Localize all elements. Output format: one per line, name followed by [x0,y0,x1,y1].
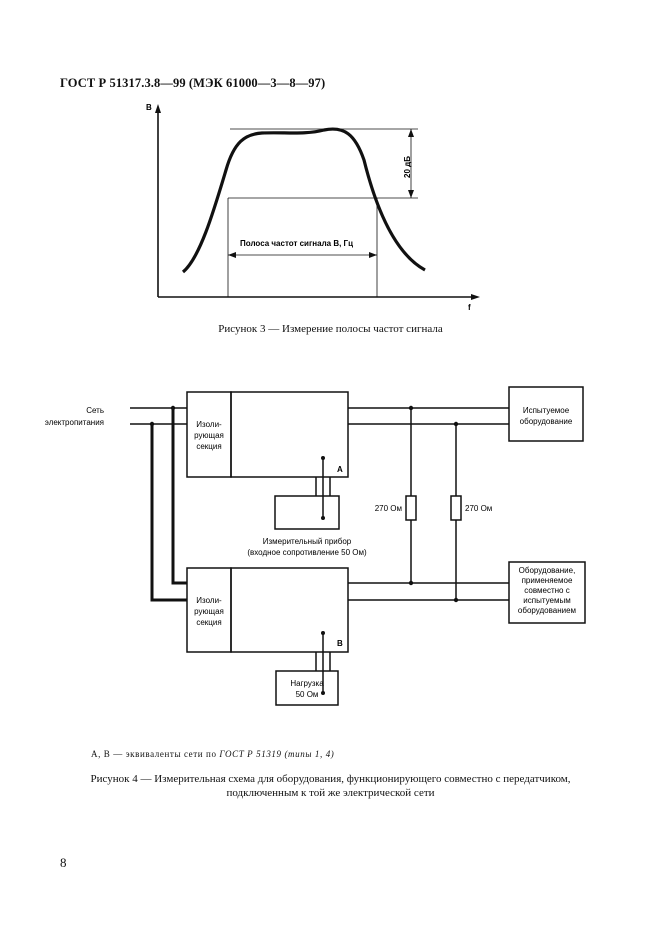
isolating-bottom-line-3: секция [196,618,221,627]
db-arrow-up [408,129,414,137]
figure-4-caption: Рисунок 4 — Измерительная схема для обор… [0,772,661,800]
eut-label-1: Испытуемое [523,406,570,415]
aux-equipment-box [508,561,586,624]
junction-dot [170,405,176,411]
y-axis-label: B [146,103,152,112]
network-a-box [230,391,349,478]
resistor-1-label: 270 Ом [375,504,402,513]
instrument-label-1: Измерительный прибор [263,537,352,546]
aux-label-2: применяемое [522,576,573,585]
aux-label-5: оборудованием [518,606,576,615]
band-arrow-left [228,252,236,258]
junction-dot [453,597,459,603]
mains-branch-1 [171,408,187,585]
isolating-top-line-2: рующая [194,431,224,440]
connector-dot [321,516,325,520]
figure-4-note: А, В — эквиваленты сети по ГОСТ Р 51319 … [91,749,335,759]
mains-label-2: электропитания [45,418,104,427]
connector-dot [321,691,325,695]
junction-dot [408,405,414,411]
isolating-bottom-line-2: рующая [194,607,224,616]
x-axis-arrow [471,294,480,300]
junction-dot [408,580,414,586]
resistor-1 [405,495,417,521]
load-label-1: Нагрузка [290,679,324,688]
resistor-2-label: 270 Ом [465,504,492,513]
signal-spectrum-curve [181,127,426,274]
aux-label-4: испытуемым [523,596,570,605]
mains-label-1: Сеть [86,406,104,415]
band-arrow-right [369,252,377,258]
x-axis-label: f [468,303,471,312]
resistor-2 [450,495,462,521]
aux-label-1: Оборудование, [519,566,576,575]
y-axis-arrow [155,104,161,113]
aux-label-3: совместно с [524,586,569,595]
mains-branch-2 [150,424,187,602]
isolating-top-line-1: Изоли- [196,420,222,429]
network-b-label: B [337,639,343,648]
connector-dot [321,631,325,635]
isolating-top-line-3: секция [196,442,221,451]
instrument-label-2: (входное сопротивление 50 Ом) [247,548,367,557]
figure-3-caption: Рисунок 3 — Измерение полосы частот сигн… [218,323,443,335]
eut-box [508,386,584,442]
figure-4-caption-line-1: Рисунок 4 — Измерительная схема для обор… [90,773,571,785]
load-label-2: 50 Ом [296,690,319,699]
junction-dot [453,421,459,427]
document-header: ГОСТ Р 51317.3.8—99 (МЭК 61000—3—8—97) [60,76,326,90]
db-label: 20 дБ [403,156,412,178]
network-b-box [230,567,349,653]
band-label: Полоса частот сигнала В, Гц [240,239,353,248]
figure-4-caption-line-2: подключенным к той же электрической сети [226,787,435,799]
load-box [275,670,339,706]
isolating-bottom-line-1: Изоли- [196,596,222,605]
measuring-instrument-box [274,495,340,530]
eut-label-2: оборудование [520,417,573,426]
page-number: 8 [60,855,67,870]
junction-dot [149,421,155,427]
db-arrow-down [408,190,414,198]
connector-dot [321,456,325,460]
network-a-label: A [337,465,343,474]
